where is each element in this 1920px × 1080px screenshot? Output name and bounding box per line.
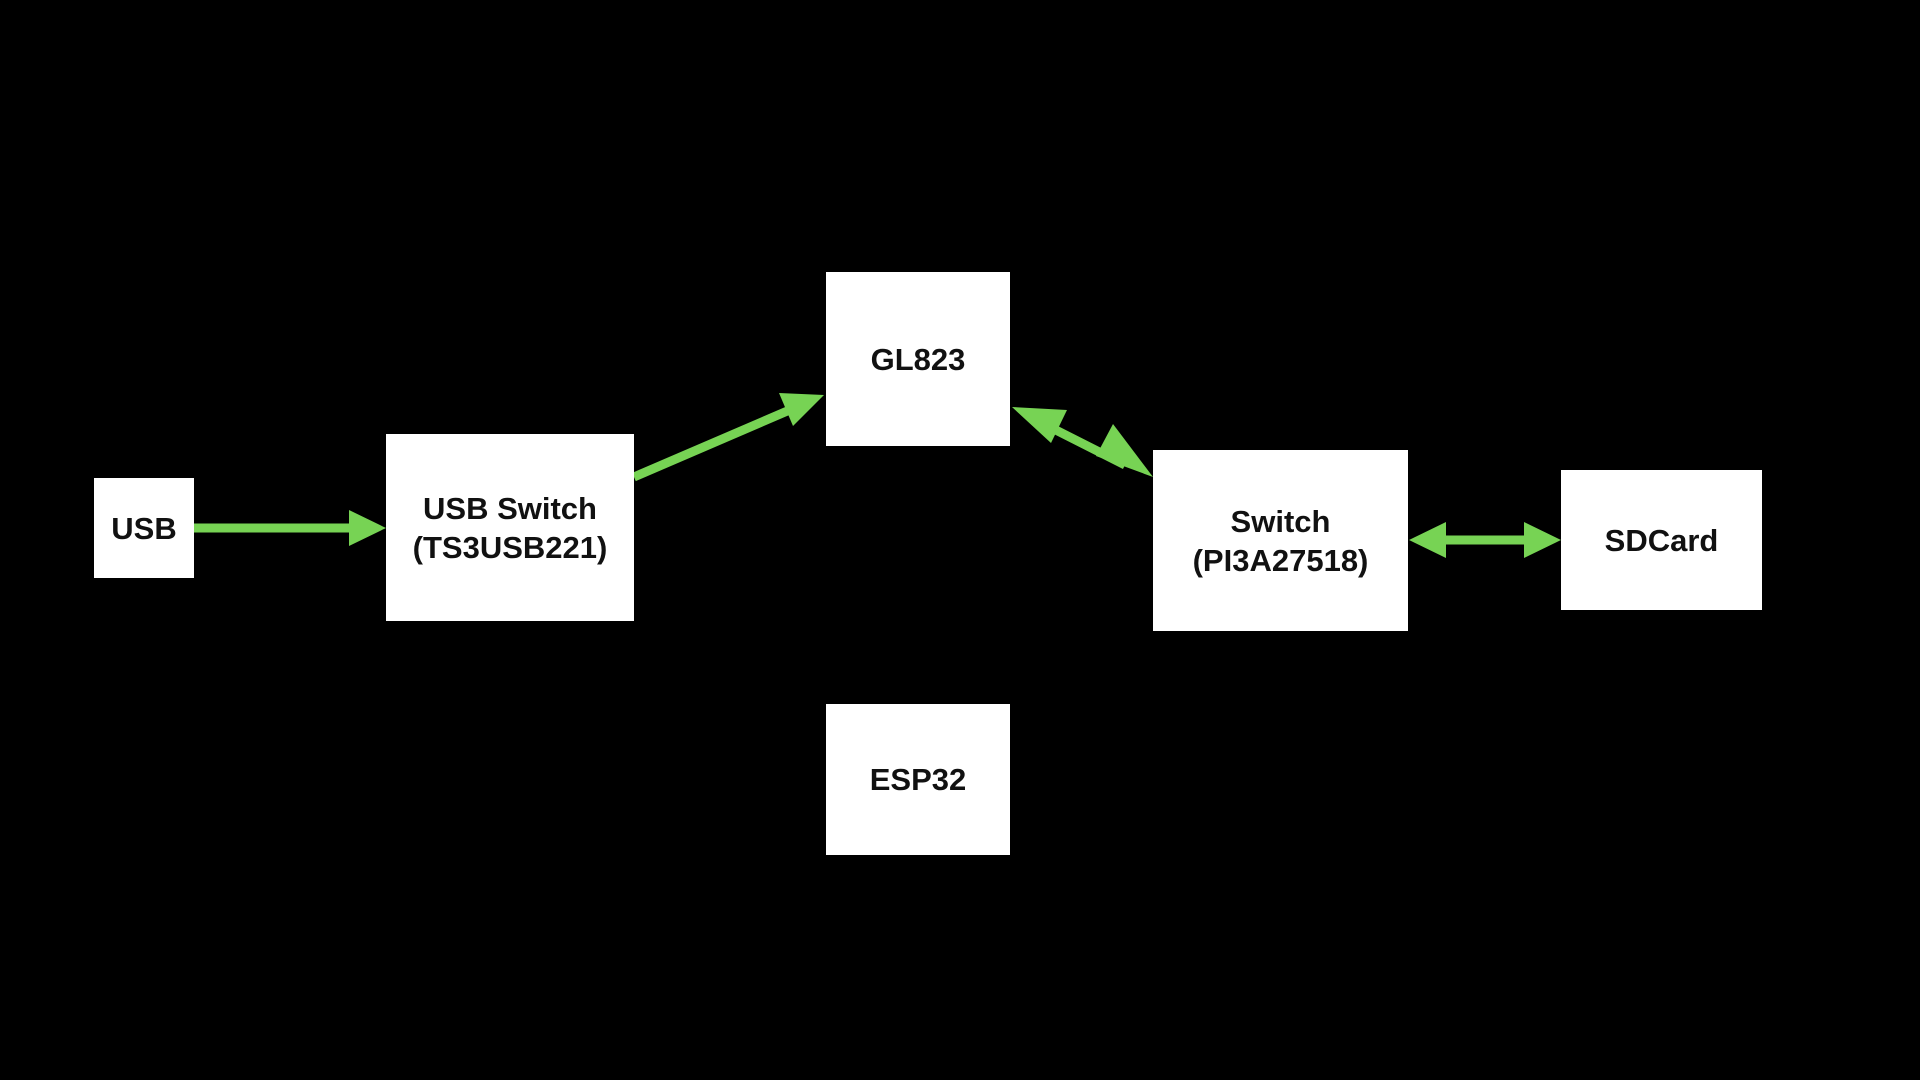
arrow-switch-sdcard-bidirectional — [1409, 522, 1561, 558]
gl823-label: GL823 — [870, 341, 966, 377]
switch-node: Switch (PI3A27518) — [1153, 450, 1408, 631]
arrow-usb-switch-to-gl823 — [632, 393, 824, 482]
usb-switch-label: USB Switch — [423, 490, 597, 526]
switch-part-number: (PI3A27518) — [1192, 542, 1369, 578]
usb-switch-node: USB Switch (TS3USB221) — [386, 434, 634, 621]
gl823-node: GL823 — [826, 272, 1010, 446]
switch-label: Switch — [1230, 503, 1331, 539]
usb-switch-part-number: (TS3USB221) — [412, 529, 608, 565]
usb-node: USB — [94, 478, 194, 578]
usb-label: USB — [111, 510, 177, 546]
sdcard-node: SDCard — [1561, 470, 1762, 610]
sdcard-label: SDCard — [1604, 522, 1719, 558]
arrow-usb-to-usb-switch — [194, 510, 386, 546]
arrow-gl823-switch-bidirectional — [1012, 407, 1153, 477]
esp32-label: ESP32 — [869, 762, 967, 797]
esp32-node: ESP32 — [826, 704, 1010, 855]
